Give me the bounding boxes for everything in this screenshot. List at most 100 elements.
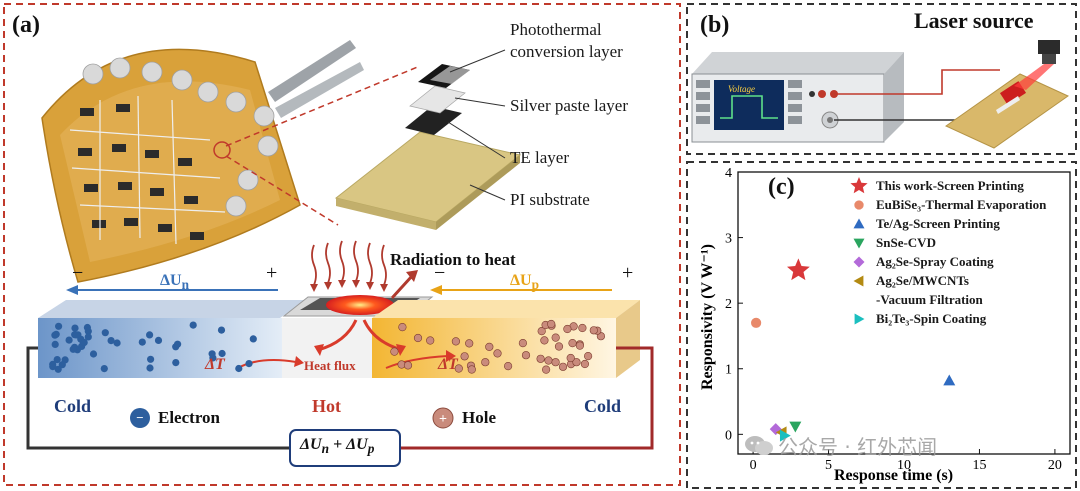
hole-dot (537, 327, 546, 336)
data-point (943, 374, 956, 386)
photothermal-label-2: conversion layer (510, 42, 623, 61)
instrument-screen (714, 80, 784, 130)
svg-text:−: − (136, 410, 143, 425)
wechat-icon (745, 436, 773, 455)
hole-dot (541, 365, 551, 374)
layer-stack (334, 64, 522, 230)
voltage-sum-label: ΔUn + ΔUp (300, 436, 375, 457)
legend-entry: Te/Ag-Screen Printing (876, 216, 1000, 231)
silver-layer-square (409, 85, 466, 114)
p-type-bar (372, 300, 640, 378)
delta-up-label: ΔUp (510, 272, 540, 293)
radiation-arrowheads (310, 280, 388, 292)
electron-dot (172, 359, 180, 367)
panel-a-frame (3, 3, 681, 486)
wire-left (26, 346, 290, 450)
hole-legend-icon (432, 407, 454, 429)
hole-dot (467, 365, 476, 374)
electron-dot (217, 326, 226, 334)
panel-b-graphics: Voltage (686, 3, 1077, 155)
legend-entry: Bi₂Te₃-Spin Coating (876, 311, 987, 326)
electron-dot (235, 364, 243, 373)
x-tick-label: 20 (1048, 458, 1062, 473)
minus-left: − (72, 262, 84, 284)
electron-dot (58, 361, 66, 369)
hole-dot (580, 359, 590, 369)
delta-t-left-arrow (237, 359, 297, 369)
hole-label: Hole (462, 408, 496, 427)
electron-dot (69, 345, 77, 353)
delta-t-right-label: ΔT (438, 356, 458, 373)
laser-source-label: Laser source (914, 8, 1034, 33)
plus-right: + (622, 262, 634, 284)
electron-dot (51, 340, 59, 348)
laser-beam (1014, 64, 1054, 90)
electron-dot (65, 336, 73, 344)
hole-dot (403, 361, 413, 370)
heat-flux-right (362, 319, 403, 352)
legend-entry: -Vacuum Filtration (876, 292, 984, 307)
legend: This work-Screen PrintingEuBiSe₃-Thermal… (850, 177, 1047, 326)
legend-entry: This work-Screen Printing (876, 178, 1024, 193)
electron-dot (80, 338, 88, 347)
hole-dot (536, 354, 545, 363)
electron-dot (218, 349, 226, 358)
cold-right-label: Cold (584, 396, 622, 416)
electron-dot (89, 350, 98, 358)
y-tick-label: 3 (725, 232, 732, 247)
hole-dot (575, 341, 585, 350)
y-tick-label: 1 (725, 363, 732, 378)
radiation-label: Radiation to heat (390, 250, 516, 269)
data-point (789, 421, 802, 433)
legend-entry: Ag₂Se-Spray Coating (876, 254, 994, 269)
legend-marker (850, 177, 868, 194)
y-axis-label: Responsivity (V W⁻¹) (699, 244, 716, 390)
te-layer-label: TE layer (510, 148, 569, 167)
hole-dot (465, 339, 474, 348)
hole-dot (485, 342, 494, 352)
x-tick-label: 15 (972, 458, 986, 473)
y-tick-label: 2 (725, 297, 732, 312)
svg-text:+: + (439, 412, 447, 427)
minus-right: − (434, 262, 446, 284)
hole-dot (413, 333, 423, 343)
delta-un-label: ΔUn (160, 272, 190, 293)
source-meter: Voltage (691, 52, 904, 143)
hole-dot (540, 336, 549, 345)
legend-entry: EuBiSe₃-Thermal Evaporation (876, 197, 1047, 212)
screen-label: Voltage (728, 84, 755, 94)
hot-label: Hot (312, 396, 341, 416)
delta-t-right-arrow (385, 355, 449, 369)
electron-dot (100, 365, 108, 373)
hole-dot (551, 333, 560, 342)
legend-marker (854, 313, 865, 325)
electron-dot (54, 365, 62, 373)
panel-a-label: (a) (12, 12, 40, 38)
data-point (787, 258, 810, 281)
panel-b-label: (b) (700, 12, 730, 38)
electron-dot (174, 340, 182, 348)
pi-substrate-label: PI substrate (510, 190, 590, 209)
zoom-line-bottom (225, 155, 339, 226)
legend-entry: SnSe-CVD (876, 235, 936, 250)
legend-marker (853, 238, 865, 249)
hole-dot (578, 323, 587, 333)
x-tick-label: 5 (825, 458, 832, 473)
panel-b-frame (686, 3, 1077, 155)
electron-dot (84, 327, 92, 335)
panel-a-graphics: − + (3, 3, 681, 486)
electron-dot (71, 324, 79, 332)
hole-dot (544, 356, 553, 365)
y-tick-label: 0 (725, 428, 732, 443)
electron-dot (107, 337, 115, 345)
electron-dot (249, 335, 257, 343)
hole-dot (454, 364, 463, 373)
x-tick-label: 10 (897, 458, 911, 473)
red-wire (834, 69, 1000, 95)
electron-dot (147, 355, 155, 363)
hole-dot (390, 347, 399, 356)
photothermal-label-1: Photothermal (510, 20, 602, 39)
electron-dot (53, 356, 61, 364)
